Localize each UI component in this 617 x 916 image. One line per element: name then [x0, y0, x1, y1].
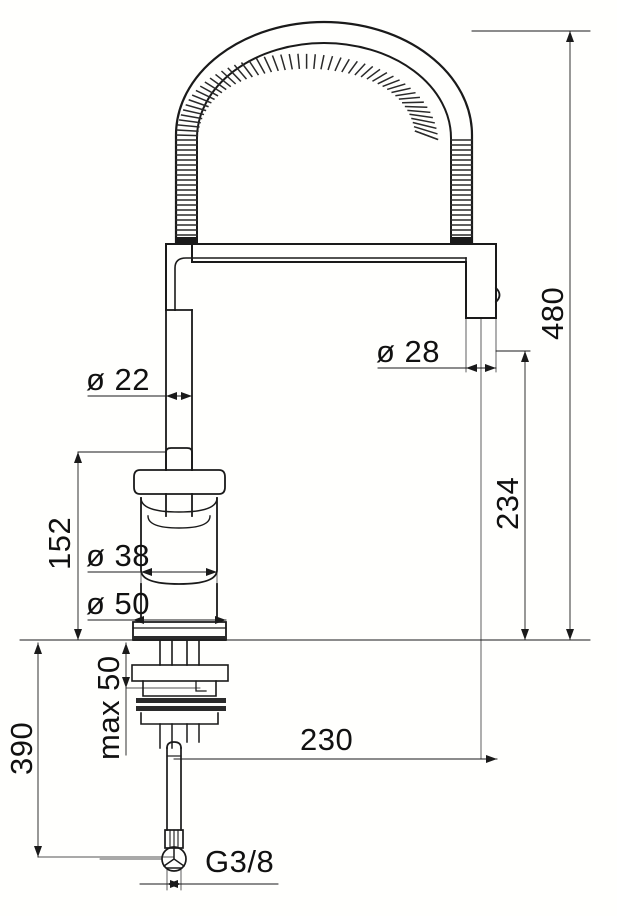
handle-vertical-arm-top: [165, 447, 193, 471]
arrow-152-bottom: [74, 629, 82, 640]
dim-label-max-50: max 50: [91, 655, 126, 760]
arrow-480-top: [566, 31, 574, 42]
dim-label-dia-28: ø 28: [376, 334, 440, 369]
hose-top-fitting: [166, 741, 182, 749]
arrow-234-top: [521, 351, 529, 362]
spring-inner-profile: [196, 42, 452, 244]
arrow-50-right: [215, 616, 226, 624]
arrow-max50-bottom: [122, 677, 130, 688]
handle-horizontal-arm: [133, 469, 226, 495]
arrow-152-top: [74, 452, 82, 463]
spring-outer-profile: [174, 20, 474, 245]
arrow-480-bottom: [566, 629, 574, 640]
arrow-38-left: [141, 568, 152, 576]
arrow-28-right: [485, 364, 496, 372]
mount-block: [142, 680, 217, 697]
arrow-22-right: [181, 392, 192, 400]
spout-inner-fillet: [174, 257, 467, 311]
body-band: [147, 515, 211, 529]
spout-side-button: [494, 286, 501, 304]
dimension-lines: [19, 30, 591, 891]
arrow-230-right: [486, 755, 497, 763]
arrow-28-left: [466, 364, 477, 372]
base-gasket: [133, 636, 226, 641]
body-outline: [140, 497, 218, 585]
arrow-390-bottom: [34, 846, 42, 857]
spring-right-cap: [450, 237, 473, 244]
arrow-50-left: [133, 616, 144, 624]
cross-handle: [133, 447, 226, 517]
arrow-g38-right: [170, 880, 181, 888]
spring-coil-ribs: [175, 53, 473, 241]
dim-label-height-152: 152: [42, 517, 77, 570]
arrow-234-bottom: [521, 629, 529, 640]
dim-label-dia-22: ø 22: [86, 362, 150, 397]
dim-label-dia-38: ø 38: [86, 538, 150, 573]
dim-label-dia-50: ø 50: [86, 586, 150, 621]
mounting-assembly: [131, 640, 229, 749]
arrow-390-top: [34, 643, 42, 654]
mount-washer-1: [136, 698, 226, 703]
body-top-ellipse: [140, 497, 218, 513]
dim-label-height-480: 480: [535, 287, 570, 340]
dim-label-reach-230: 230: [300, 722, 353, 757]
mount-plate-upper: [131, 664, 229, 682]
arrow-max50-top: [122, 643, 130, 654]
dim-label-thread-g38: G3/8: [205, 844, 274, 879]
spring-hose-arch: [174, 20, 474, 245]
mount-notch: [195, 680, 207, 692]
dim-label-height-234: 234: [490, 477, 525, 530]
mount-washer-2: [136, 706, 226, 711]
valve-body-cylinder: [140, 497, 218, 585]
dim-label-height-390: 390: [4, 722, 39, 775]
arrow-38-right: [206, 568, 217, 576]
spring-left-cap: [175, 237, 198, 244]
mount-nut: [140, 712, 219, 725]
arrow-22-left: [166, 392, 177, 400]
